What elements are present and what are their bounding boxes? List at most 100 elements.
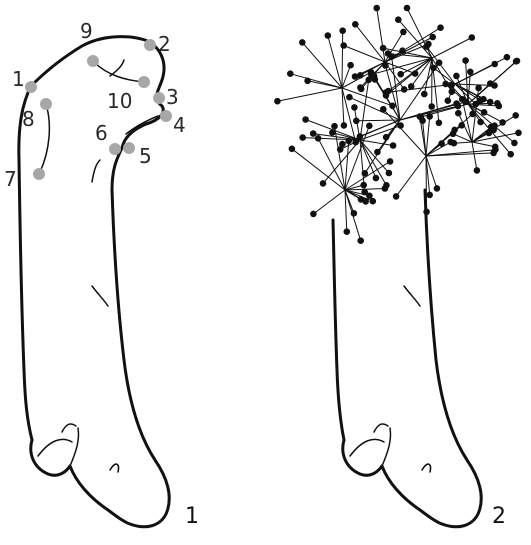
vector-endpoint-dot: [362, 170, 369, 177]
vector-endpoint-dot: [393, 193, 400, 200]
vector-endpoint-dot: [320, 180, 327, 187]
vector-endpoint-dot: [469, 111, 476, 118]
vector-endpoint-dot: [467, 69, 474, 76]
vector-line: [396, 156, 426, 196]
bone-outline-2: [333, 190, 481, 527]
vector-endpoint-dot: [511, 140, 518, 147]
vector-endpoint-dot: [310, 130, 317, 137]
vector-endpoint-dot: [481, 109, 488, 116]
panel-2-bone-vectors: 2: [274, 5, 522, 529]
vector-endpoint-dot: [426, 192, 433, 199]
vector-endpoint-dot: [371, 73, 378, 80]
vector-endpoint-dot: [458, 122, 465, 129]
vector-endpoint-dot: [387, 158, 394, 165]
vector-endpoint-dot: [310, 211, 317, 218]
vector-endpoint-dot: [382, 185, 389, 192]
vector-endpoint-dot: [325, 32, 332, 39]
vector-endpoint-dot: [496, 103, 503, 110]
vector-endpoint-dot: [339, 27, 346, 34]
vector-endpoint-dot: [287, 70, 294, 77]
vector-endpoint-dot: [491, 82, 498, 89]
vector-endpoint-dot: [515, 130, 522, 137]
vector-line: [290, 74, 342, 88]
landmark-label-4: 4: [173, 113, 186, 137]
vector-endpoint-dot: [357, 237, 364, 244]
landmark-2-dot: [144, 39, 156, 51]
vector-endpoint-dot: [445, 97, 452, 104]
landmark-label-8: 8: [22, 107, 35, 131]
vector-line: [377, 8, 385, 62]
landmark-labels: 1 2 3 4 5 6 7 8 9 10: [4, 19, 186, 191]
vector-endpoint-dot: [512, 112, 519, 119]
vector-endpoint-dot: [339, 141, 346, 148]
vector-endpoint-dot: [340, 42, 347, 49]
landmark-label-7: 7: [4, 167, 17, 191]
landmark-4-dot: [160, 110, 172, 122]
landmark-label-5: 5: [139, 144, 152, 168]
vector-endpoint-dot: [360, 182, 367, 189]
vector-endpoint-dot: [351, 104, 358, 111]
vector-line: [360, 140, 389, 173]
vector-endpoint-dot: [399, 47, 406, 54]
vector-endpoint-dot: [426, 113, 433, 120]
vector-endpoint-dot: [442, 81, 449, 88]
vector-endpoint-dot: [463, 99, 470, 106]
landmark-label-3: 3: [166, 85, 179, 109]
vector-endpoint-dot: [289, 146, 296, 153]
vector-line: [472, 142, 495, 147]
vector-endpoint-dot: [358, 86, 365, 93]
vector-line: [342, 31, 343, 88]
landmark-1-dot: [25, 81, 37, 93]
landmark-10-dot: [138, 76, 150, 88]
vector-line: [292, 149, 345, 190]
vector-endpoint-dot: [492, 146, 499, 153]
vector-line: [466, 61, 468, 104]
vector-endpoint-dot: [299, 134, 306, 141]
vector-endpoint-dot: [429, 34, 436, 41]
landmark-label-6: 6: [95, 121, 108, 145]
vector-line: [472, 142, 477, 170]
vector-line: [360, 140, 393, 146]
vector-endpoint-dot: [474, 167, 481, 174]
vector-endpoint-dot: [423, 43, 430, 50]
vector-line: [426, 116, 430, 156]
vector-endpoint-dot: [428, 103, 435, 110]
landmark-3-dot: [153, 92, 165, 104]
vector-endpoint-dot: [370, 198, 377, 205]
vector-endpoint-dot: [434, 185, 441, 192]
vector-endpoint-dot: [274, 98, 281, 105]
vector-endpoint-dot: [357, 133, 364, 140]
vector-endpoint-dot: [390, 142, 397, 149]
vector-endpoint-dot: [366, 123, 373, 130]
vector-endpoint-dot: [462, 57, 469, 64]
vector-endpoint-dot: [475, 85, 482, 92]
vector-endpoint-dot: [421, 91, 428, 98]
vector-endpoint-dot: [380, 45, 387, 52]
vector-endpoint-dot: [353, 118, 360, 125]
vector-line: [432, 38, 472, 59]
vector-endpoint-dot: [514, 58, 521, 65]
vector-endpoint-dot: [365, 77, 372, 84]
vector-endpoint-dot: [357, 72, 364, 79]
vector-line: [468, 104, 514, 143]
panel-1-label: 1: [185, 504, 199, 529]
panel-2-label: 2: [492, 504, 506, 529]
landmark-9-dot: [87, 55, 99, 67]
vector-endpoint-dot: [504, 54, 511, 61]
vector-endpoint-dot: [469, 34, 476, 41]
vector-line: [277, 88, 342, 101]
vector-endpoint-dot: [315, 135, 322, 142]
vector-endpoint-dot: [352, 21, 359, 28]
landmark-vector-field: [274, 5, 522, 244]
vector-endpoint-dot: [455, 110, 462, 117]
vector-line: [313, 190, 345, 214]
vector-endpoint-dot: [487, 99, 494, 106]
vector-endpoint-dot: [423, 209, 430, 216]
bone-outline: [19, 37, 169, 527]
vector-endpoint-dot: [507, 151, 514, 158]
vector-endpoint-dot: [477, 97, 484, 104]
landmark-label-9: 9: [80, 19, 93, 43]
landmark-5-dot: [123, 142, 135, 154]
landmark-6-dot: [109, 143, 121, 155]
